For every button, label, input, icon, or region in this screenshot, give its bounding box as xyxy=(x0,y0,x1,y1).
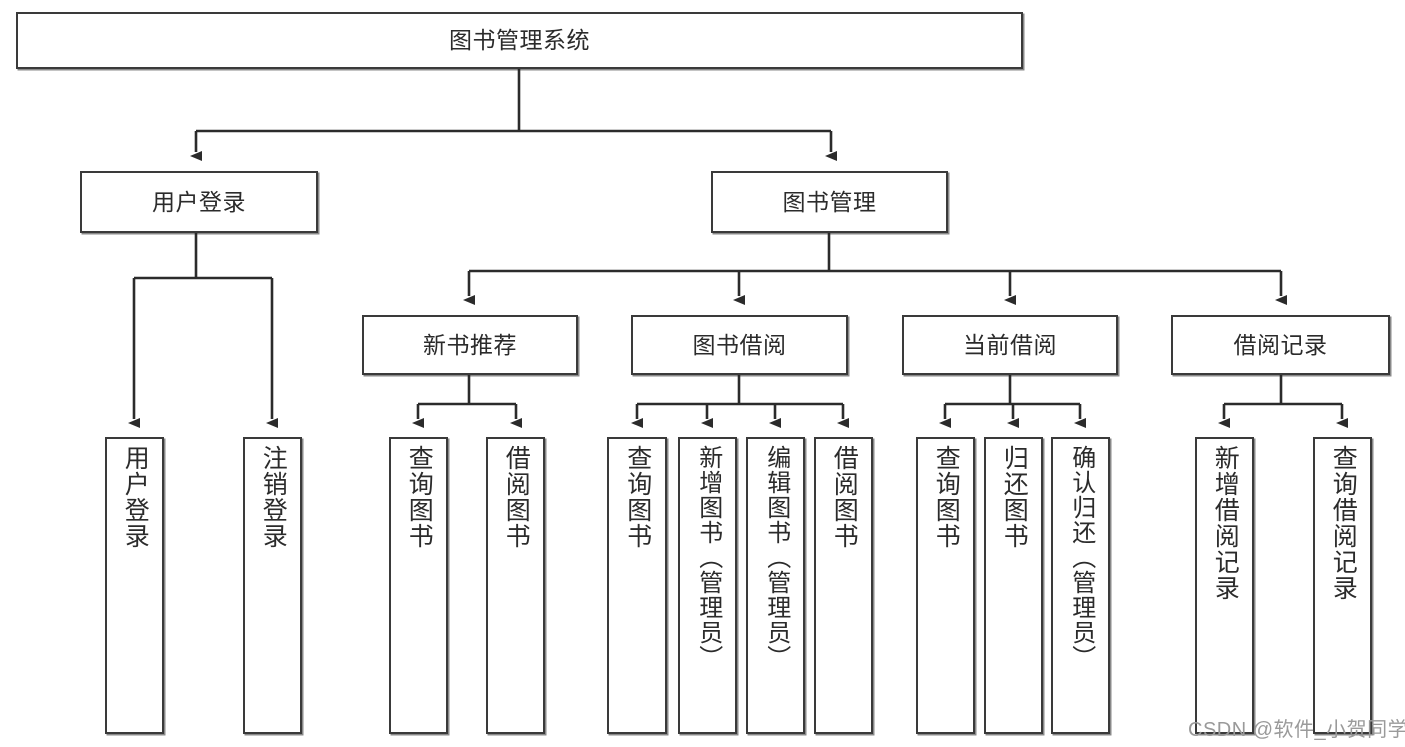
node-leaf-borrow-book-1[interactable]: 借阅图书 xyxy=(486,437,545,734)
node-book-manage[interactable]: 图书管理 xyxy=(711,171,948,233)
node-root[interactable]: 图书管理系统 xyxy=(16,12,1023,69)
node-leaf-edit-book[interactable]: 编辑图书（管理员） xyxy=(746,437,805,734)
node-leaf-borrow-book-2[interactable]: 借阅图书 xyxy=(814,437,873,734)
node-leaf-confirm-return-label: 确认归还（管理员） xyxy=(1067,445,1095,670)
node-leaf-borrow-book-1-label: 借阅图书 xyxy=(502,445,531,549)
node-leaf-borrow-book-2-label: 借阅图书 xyxy=(830,445,859,549)
node-user-login[interactable]: 用户登录 xyxy=(80,171,318,233)
node-leaf-return-book[interactable]: 归还图书 xyxy=(984,437,1043,734)
node-new-book-recommend[interactable]: 新书推荐 xyxy=(362,315,578,375)
node-leaf-add-record-label: 新增借阅记录 xyxy=(1211,445,1240,601)
node-leaf-user-login-label: 用户登录 xyxy=(121,445,150,549)
node-book-manage-label: 图书管理 xyxy=(782,188,877,215)
node-new-book-recommend-label: 新书推荐 xyxy=(423,331,517,358)
node-leaf-return-book-label: 归还图书 xyxy=(1000,445,1029,549)
node-book-borrow[interactable]: 图书借阅 xyxy=(631,315,848,375)
node-leaf-query-book-3-label: 查询图书 xyxy=(932,445,961,549)
watermark-text: CSDN @软件_小贺同学 xyxy=(1188,719,1405,741)
node-user-login-label: 用户登录 xyxy=(152,188,246,215)
node-borrow-record[interactable]: 借阅记录 xyxy=(1171,315,1390,375)
node-leaf-add-book-label: 新增图书（管理员） xyxy=(694,445,722,670)
node-leaf-logout-label: 注销登录 xyxy=(259,445,288,549)
node-leaf-add-record[interactable]: 新增借阅记录 xyxy=(1195,437,1254,734)
node-leaf-query-record-label: 查询借阅记录 xyxy=(1329,445,1358,601)
node-leaf-query-record[interactable]: 查询借阅记录 xyxy=(1313,437,1372,734)
node-leaf-query-book-2[interactable]: 查询图书 xyxy=(607,437,667,734)
node-leaf-query-book-2-label: 查询图书 xyxy=(623,445,652,549)
node-borrow-record-label: 借阅记录 xyxy=(1233,331,1328,358)
node-current-borrow[interactable]: 当前借阅 xyxy=(902,315,1118,375)
node-leaf-user-login[interactable]: 用户登录 xyxy=(105,437,164,734)
node-leaf-edit-book-label: 编辑图书（管理员） xyxy=(762,445,790,670)
node-leaf-confirm-return[interactable]: 确认归还（管理员） xyxy=(1051,437,1110,734)
node-leaf-query-book-3[interactable]: 查询图书 xyxy=(916,437,975,734)
node-current-borrow-label: 当前借阅 xyxy=(963,331,1057,358)
node-leaf-logout[interactable]: 注销登录 xyxy=(243,437,302,734)
node-leaf-add-book[interactable]: 新增图书（管理员） xyxy=(678,437,737,734)
node-leaf-query-book-1-label: 查询图书 xyxy=(405,445,434,549)
node-leaf-query-book-1[interactable]: 查询图书 xyxy=(389,437,448,734)
node-book-borrow-label: 图书借阅 xyxy=(692,331,787,358)
node-root-label: 图书管理系统 xyxy=(449,27,590,54)
